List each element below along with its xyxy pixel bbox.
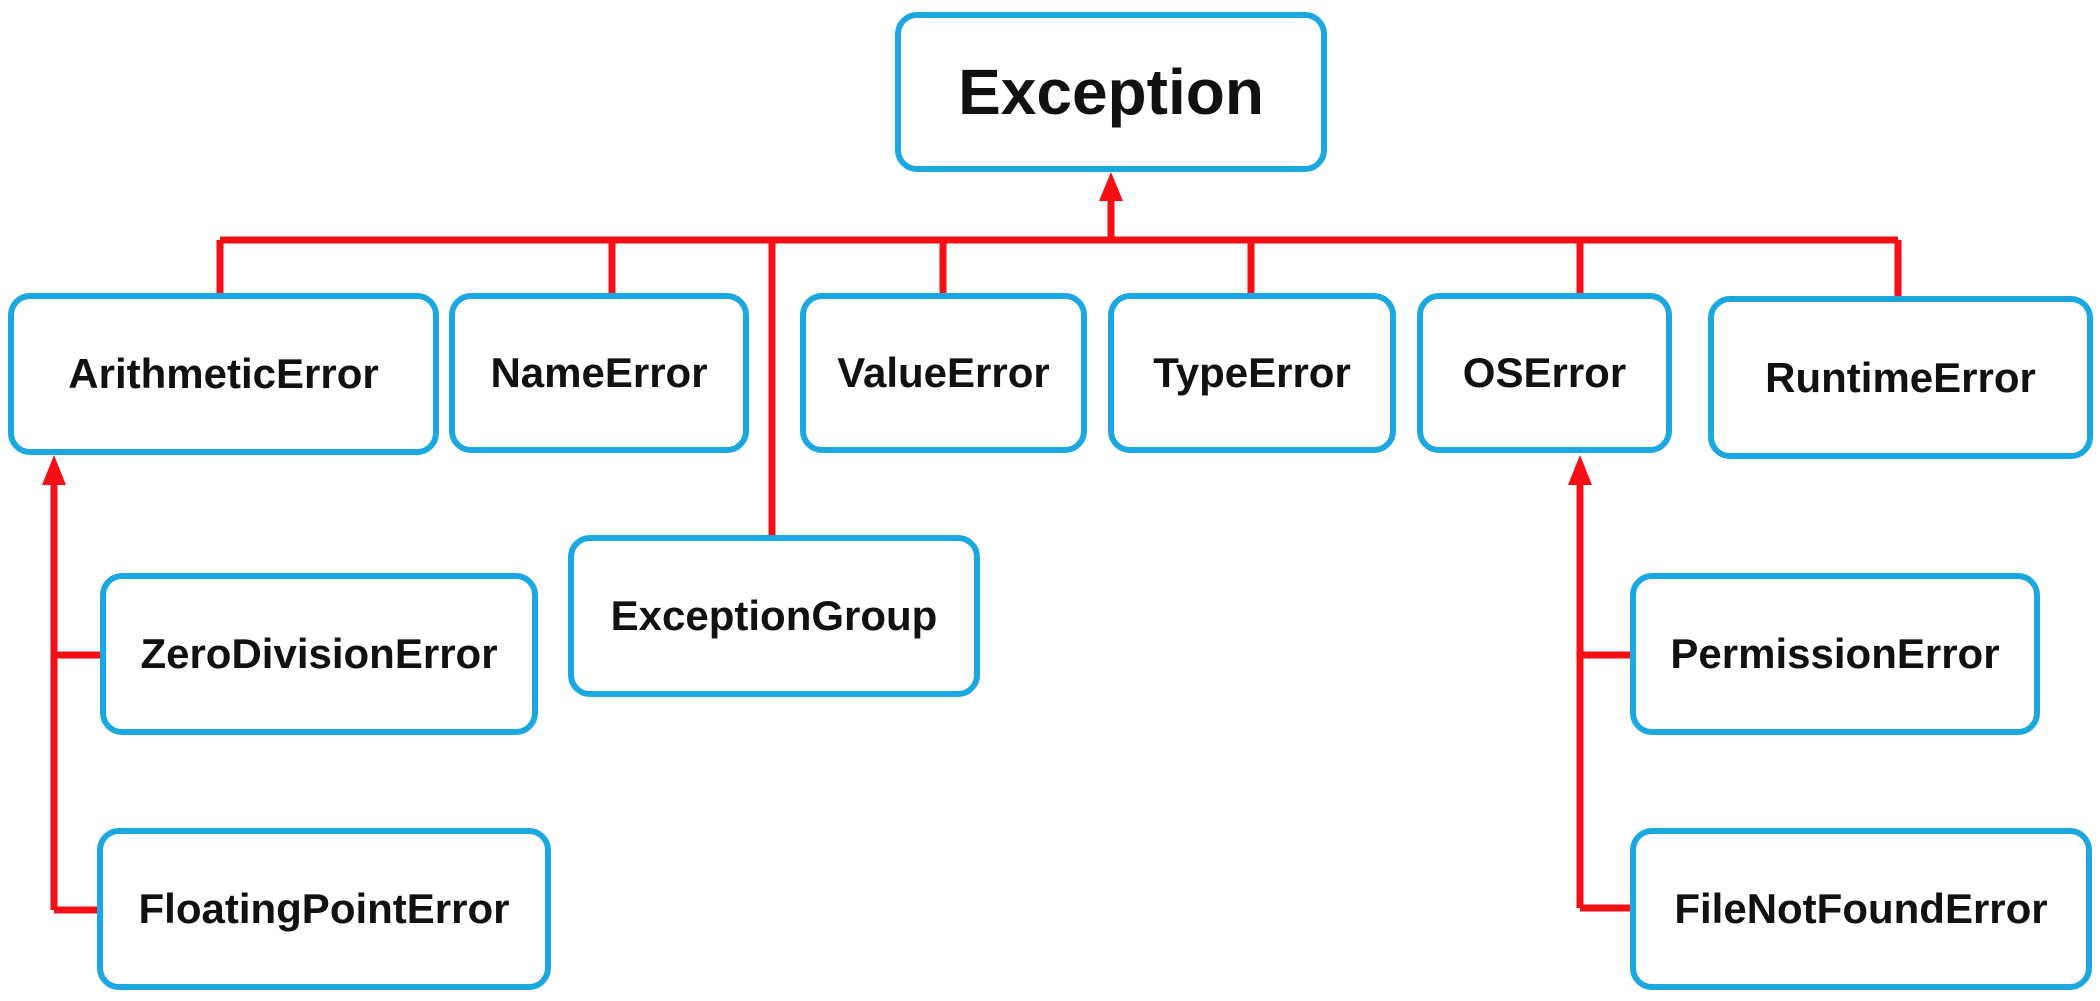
node-exceptiongroup: ExceptionGroup [568, 535, 980, 697]
arrowhead-arithmetic [42, 455, 66, 485]
node-label: RuntimeError [1765, 353, 2036, 401]
node-label: ArithmeticError [68, 350, 379, 397]
node-label: Exception [958, 56, 1264, 128]
arrowhead-os [1568, 455, 1592, 485]
node-label: FileNotFoundError [1674, 885, 2048, 932]
node-label: ExceptionGroup [610, 592, 938, 639]
node-label: FloatingPointError [138, 885, 510, 932]
node-runtimeerror: RuntimeError [1708, 296, 2093, 459]
node-floatingpointerror: FloatingPointError [97, 828, 551, 990]
node-label: ValueError [837, 349, 1050, 396]
node-label: OSError [1462, 349, 1627, 396]
arrowhead-root [1099, 172, 1123, 201]
node-exception: Exception [895, 12, 1327, 172]
node-label: TypeError [1153, 349, 1351, 396]
node-filenotfounderror: FileNotFoundError [1630, 828, 2092, 990]
node-label: ZeroDivisionError [140, 630, 498, 677]
node-zerodivisionerror: ZeroDivisionError [100, 573, 538, 735]
node-nameerror: NameError [449, 293, 749, 453]
node-label: NameError [490, 349, 708, 396]
node-valueerror: ValueError [800, 293, 1087, 453]
node-permissionerror: PermissionError [1630, 573, 2040, 735]
node-arithmeticerror: ArithmeticError [8, 293, 439, 455]
node-oserror: OSError [1417, 293, 1672, 453]
node-label: PermissionError [1670, 630, 2000, 677]
node-typeerror: TypeError [1108, 293, 1396, 453]
